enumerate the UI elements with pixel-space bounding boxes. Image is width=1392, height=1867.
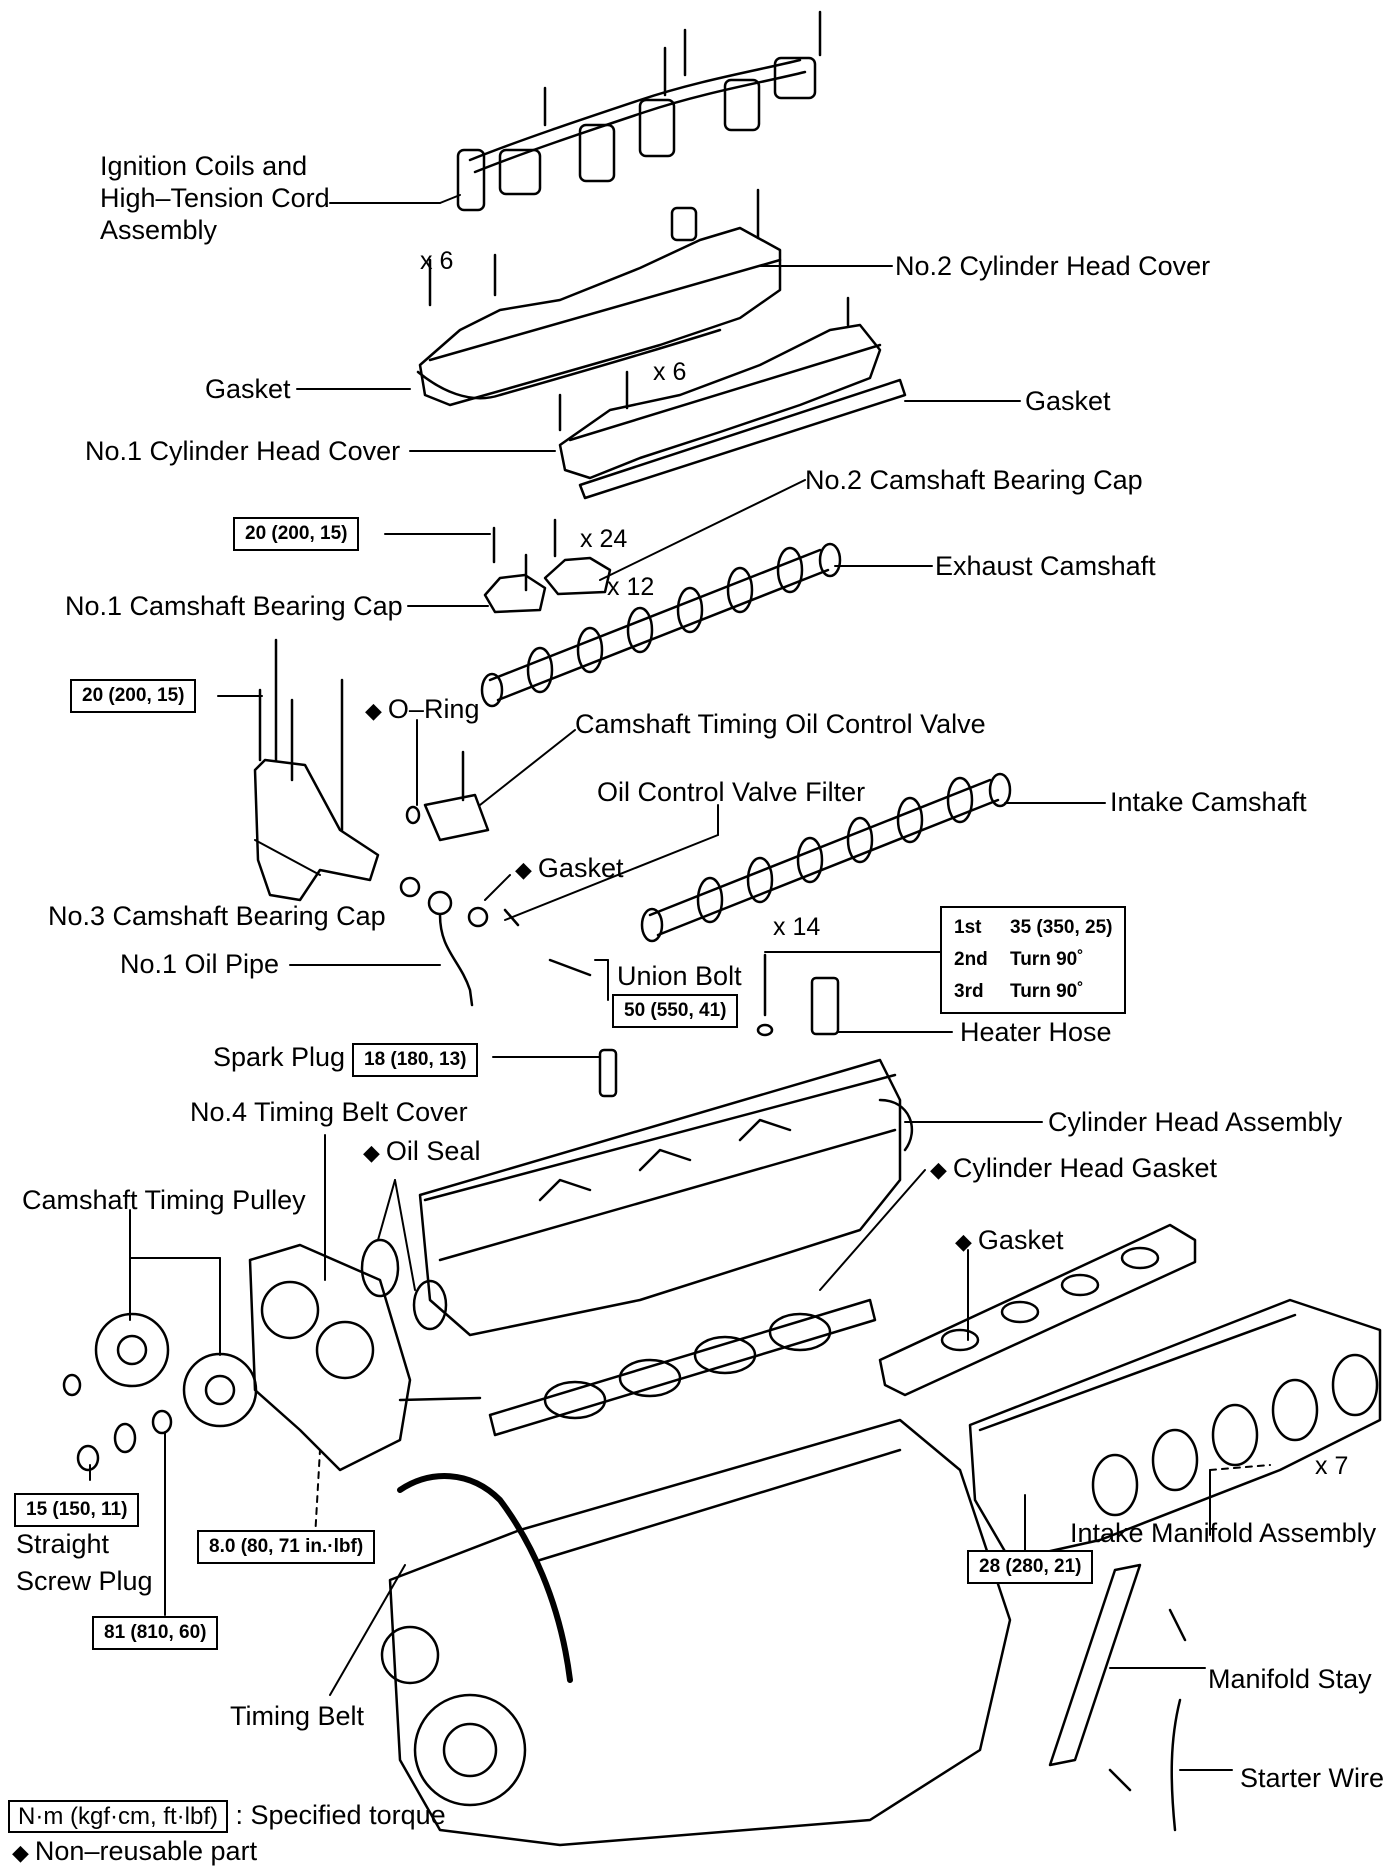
label-exhaust-camshaft: Exhaust Camshaft bbox=[935, 551, 1156, 581]
torque-step-3-value: Turn 90˚ bbox=[1010, 981, 1084, 1002]
torque-no3-cap: 20 (200, 15) bbox=[70, 679, 197, 713]
label-ignition-coils-line3: Assembly bbox=[100, 215, 218, 245]
torque-pulley: 81 (810, 60) bbox=[92, 1616, 219, 1650]
torque-screw-plug: 15 (150, 11) bbox=[14, 1493, 140, 1527]
torque-step-1-label: 1st bbox=[954, 917, 982, 938]
label-no1-head-cover: No.1 Cylinder Head Cover bbox=[85, 436, 401, 466]
label-camshaft-timing-pulley: Camshaft Timing Pulley bbox=[22, 1185, 306, 1215]
diamond-icon: ◆ bbox=[365, 698, 382, 723]
legend-non-reusable: ◆Non–reusable part bbox=[12, 1836, 257, 1867]
label-gasket-manifold: ◆Gasket bbox=[955, 1224, 1063, 1258]
label-spark-plug: Spark Plug bbox=[213, 1042, 346, 1072]
timing-pulleys-drawing bbox=[62, 1312, 258, 1472]
label-cylinder-head-assembly: Cylinder Head Assembly bbox=[1048, 1107, 1343, 1137]
label-timing-belt: Timing Belt bbox=[230, 1701, 365, 1731]
no3-bearing-cap-drawing bbox=[253, 638, 380, 902]
diamond-icon: ◆ bbox=[955, 1229, 972, 1254]
legend-unit-text: : Specified torque bbox=[235, 1800, 446, 1830]
gasket-right-drawing bbox=[578, 378, 907, 500]
label-straight-screw-plug-line1: Straight bbox=[16, 1529, 110, 1559]
label-heater-hose: Heater Hose bbox=[960, 1017, 1112, 1047]
count-x12: x 12 bbox=[607, 573, 655, 601]
torque-step-2-value: Turn 90˚ bbox=[1010, 949, 1084, 970]
label-no1-oil-pipe: No.1 Oil Pipe bbox=[120, 949, 280, 979]
oil-pipe-drawing bbox=[399, 876, 592, 1007]
label-no1-bearing-cap: No.1 Camshaft Bearing Cap bbox=[65, 591, 403, 621]
torque-manifold: 28 (280, 21) bbox=[967, 1550, 1094, 1584]
label-o-ring-text: O–Ring bbox=[387, 694, 480, 724]
intake-manifold-drawing bbox=[968, 1298, 1382, 1562]
ignition-coil-assembly-drawing bbox=[456, 10, 822, 212]
count-x7: x 7 bbox=[1315, 1452, 1349, 1480]
label-gasket-manifold-text: Gasket bbox=[977, 1225, 1064, 1255]
cylinder-head-drawing bbox=[360, 1058, 914, 1337]
count-x24: x 24 bbox=[580, 525, 628, 553]
legend-unit-box: N·m (kgf·cm, ft·lbf) bbox=[8, 1800, 228, 1833]
label-starter-wire: Starter Wire bbox=[1240, 1763, 1385, 1793]
label-no3-bearing-cap: No.3 Camshaft Bearing Cap bbox=[48, 901, 386, 931]
label-oil-seal: ◆Oil Seal bbox=[363, 1135, 480, 1169]
label-no2-bearing-cap: No.2 Camshaft Bearing Cap bbox=[805, 465, 1143, 495]
torque-step-2-label: 2nd bbox=[954, 949, 988, 970]
manifold-stay-drawing bbox=[1048, 1563, 1187, 1832]
torque-step-1: 1st 35 (350, 25) bbox=[954, 912, 1112, 944]
oil-control-valve-drawing bbox=[405, 750, 490, 842]
torque-cover-bolt: 8.0 (80, 71 in.·lbf) bbox=[197, 1530, 376, 1564]
torque-spark-plug: 18 (180, 13) bbox=[352, 1043, 479, 1077]
label-ignition-coils: Ignition Coils and High–Tension Cord Ass… bbox=[100, 150, 350, 246]
diamond-icon: ◆ bbox=[930, 1157, 947, 1182]
spark-plug-drawing bbox=[598, 1048, 618, 1098]
label-gasket-right: Gasket bbox=[1025, 386, 1111, 416]
head-gasket-drawing bbox=[488, 1298, 877, 1437]
gasket-left-drawing bbox=[416, 328, 722, 400]
diamond-icon: ◆ bbox=[12, 1840, 29, 1865]
label-cylinder-head-gasket-text: Cylinder Head Gasket bbox=[952, 1153, 1218, 1183]
timing-cover-drawing bbox=[248, 1243, 482, 1472]
torque-step-3-label: 3rd bbox=[954, 981, 984, 1002]
head-bolt-hose-drawing bbox=[756, 953, 840, 1037]
count-x6-mid: x 6 bbox=[653, 358, 687, 386]
count-x14: x 14 bbox=[773, 913, 821, 941]
label-timing-oil-valve: Camshaft Timing Oil Control Valve bbox=[575, 709, 986, 739]
timing-belt-drawing bbox=[397, 1473, 573, 1683]
label-gasket-mid-text: Gasket bbox=[537, 853, 624, 883]
torque-union-bolt: 50 (550, 41) bbox=[612, 994, 739, 1028]
label-intake-manifold: Intake Manifold Assembly bbox=[1070, 1518, 1377, 1548]
count-x6-top: x 6 bbox=[420, 247, 454, 275]
bearing-caps-drawing bbox=[483, 518, 612, 614]
label-oil-valve-filter: Oil Control Valve Filter bbox=[597, 777, 866, 807]
label-cylinder-head-gasket: ◆Cylinder Head Gasket bbox=[930, 1152, 1217, 1186]
torque-step-3: 3rd Turn 90˚ bbox=[954, 976, 1112, 1008]
label-no2-head-cover: No.2 Cylinder Head Cover bbox=[895, 251, 1211, 281]
no2-head-cover-drawing bbox=[418, 188, 782, 407]
torque-step-1-value: 35 (350, 25) bbox=[1010, 917, 1113, 938]
label-gasket-mid: ◆Gasket bbox=[515, 852, 623, 886]
torque-step-2: 2nd Turn 90˚ bbox=[954, 944, 1112, 976]
label-oil-seal-text: Oil Seal bbox=[385, 1136, 481, 1166]
legend-torque: N·m (kgf·cm, ft·lbf) : Specified torque bbox=[8, 1800, 446, 1833]
leader-lines bbox=[89, 194, 1271, 1771]
engine-block-drawing bbox=[380, 1418, 1012, 1847]
diamond-icon: ◆ bbox=[363, 1140, 380, 1165]
label-gasket-left: Gasket bbox=[205, 374, 291, 404]
label-no4-timing-cover: No.4 Timing Belt Cover bbox=[190, 1097, 468, 1127]
manifold-gasket-drawing bbox=[878, 1223, 1197, 1397]
label-union-bolt: Union Bolt bbox=[617, 961, 742, 991]
no1-head-cover-drawing bbox=[558, 296, 882, 480]
exhaust-camshaft-drawing bbox=[480, 542, 842, 708]
diamond-icon: ◆ bbox=[515, 857, 532, 882]
torque-bearing-cap: 20 (200, 15) bbox=[233, 517, 360, 551]
legend-non-reusable-text: Non–reusable part bbox=[34, 1836, 258, 1866]
intake-camshaft-drawing bbox=[640, 772, 1012, 943]
label-ignition-coils-line2: High–Tension Cord bbox=[100, 183, 330, 213]
label-straight-screw-plug-line2: Screw Plug bbox=[16, 1566, 153, 1596]
label-ignition-coils-line1: Ignition Coils and bbox=[100, 151, 308, 181]
label-intake-camshaft: Intake Camshaft bbox=[1110, 787, 1307, 817]
label-manifold-stay: Manifold Stay bbox=[1208, 1664, 1372, 1694]
label-o-ring: ◆O–Ring bbox=[365, 693, 479, 727]
